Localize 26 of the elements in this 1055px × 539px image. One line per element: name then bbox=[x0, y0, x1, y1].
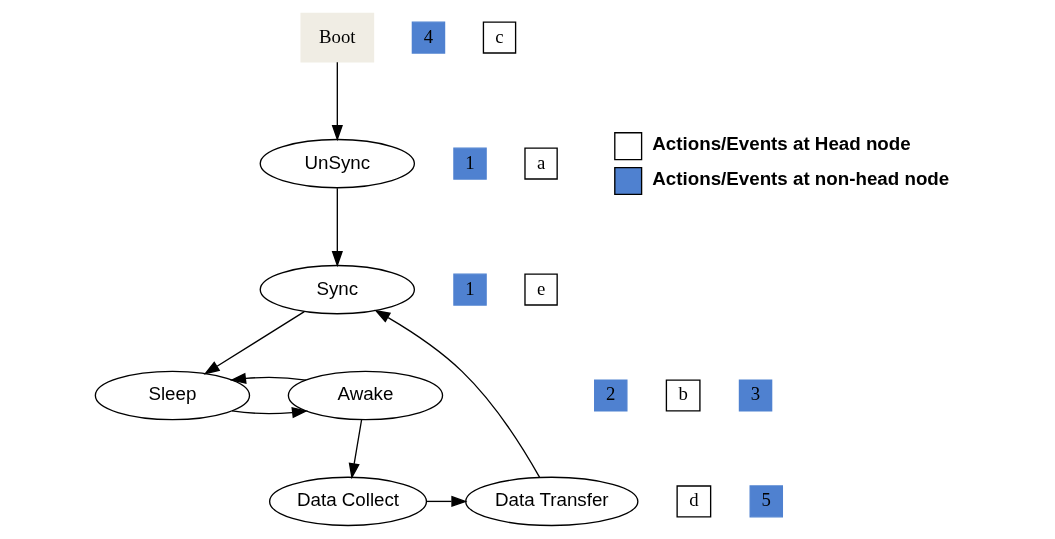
node-ellipse: Data Collect bbox=[268, 476, 427, 527]
node-box: 1 bbox=[452, 273, 487, 306]
node-box: Boot bbox=[299, 12, 374, 63]
node-box: 3 bbox=[738, 379, 772, 412]
node-box: e bbox=[523, 273, 558, 306]
arrow bbox=[331, 187, 343, 268]
arrow bbox=[331, 61, 343, 142]
arrow bbox=[230, 406, 308, 419]
node-box: 5 bbox=[749, 485, 783, 518]
node-box: 4 bbox=[411, 21, 445, 54]
arrow bbox=[373, 309, 540, 478]
node-ellipse: UnSync bbox=[259, 138, 415, 189]
legend-label: Actions/Events at Head node bbox=[651, 132, 911, 154]
node-box: 1 bbox=[452, 147, 487, 180]
arrow bbox=[229, 372, 307, 385]
legend-label: Actions/Events at non-head node bbox=[651, 167, 949, 189]
node-box: a bbox=[523, 147, 558, 180]
arrow bbox=[348, 419, 362, 480]
arrow bbox=[203, 310, 305, 375]
node-ellipse: Data Transfer bbox=[464, 476, 638, 527]
node-box: 2 bbox=[593, 379, 628, 412]
node-box: b bbox=[665, 379, 701, 412]
node-box: d bbox=[675, 485, 711, 518]
arrow bbox=[425, 495, 467, 508]
node-box: c bbox=[482, 21, 516, 54]
node-ellipse: Sync bbox=[259, 264, 415, 315]
